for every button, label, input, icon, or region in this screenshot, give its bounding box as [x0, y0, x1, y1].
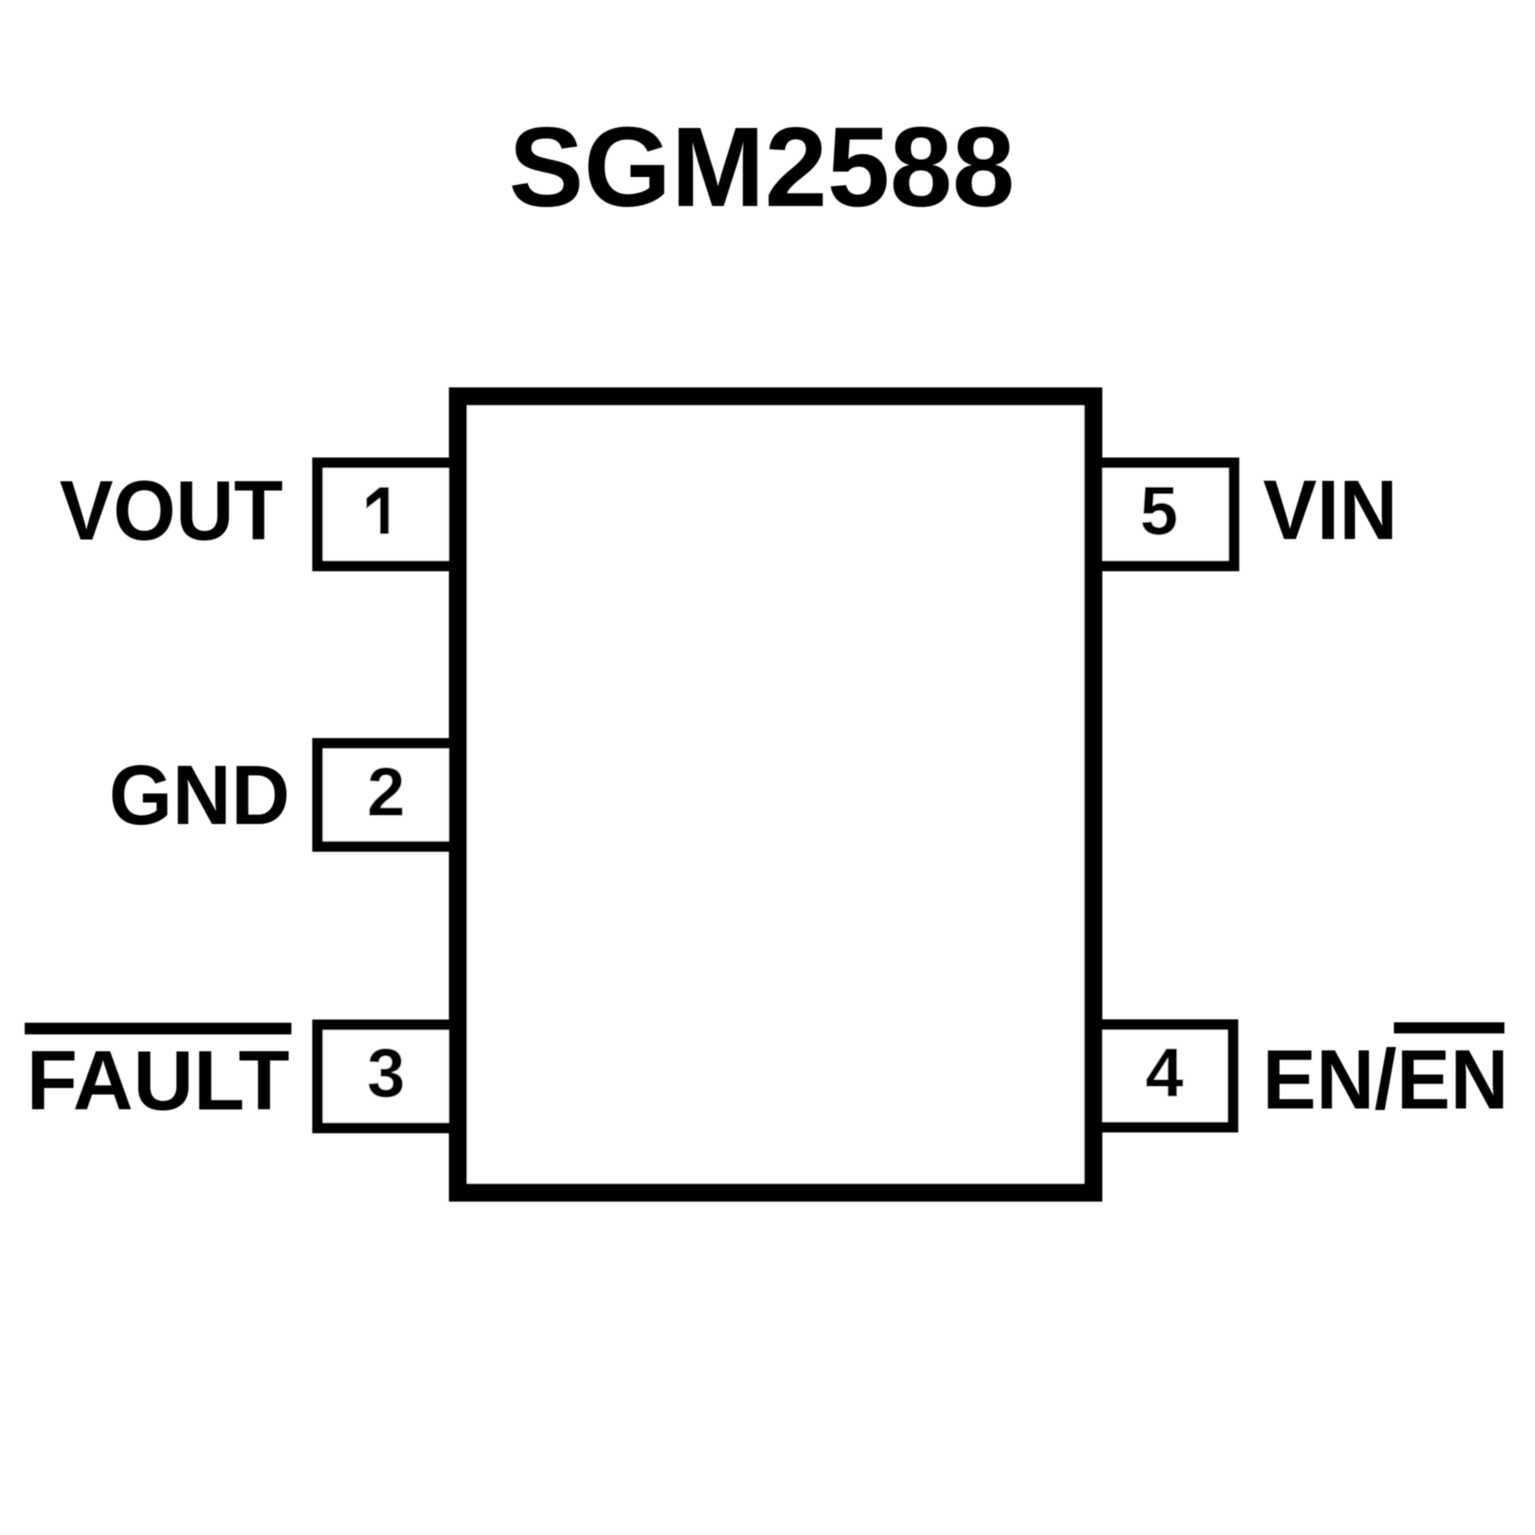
- svg-text:GND: GND: [109, 748, 290, 842]
- svg-text:SGM2588: SGM2588: [509, 104, 1015, 230]
- svg-text:VIN: VIN: [1263, 463, 1398, 557]
- svg-text:EN/EN: EN/EN: [1263, 1033, 1509, 1127]
- svg-text:FAULT: FAULT: [27, 1034, 290, 1128]
- svg-text:4: 4: [1145, 1034, 1183, 1111]
- svg-text:2: 2: [367, 754, 405, 831]
- svg-text:VOUT: VOUT: [60, 464, 284, 558]
- svg-text:5: 5: [1140, 472, 1178, 549]
- svg-text:3: 3: [367, 1035, 405, 1112]
